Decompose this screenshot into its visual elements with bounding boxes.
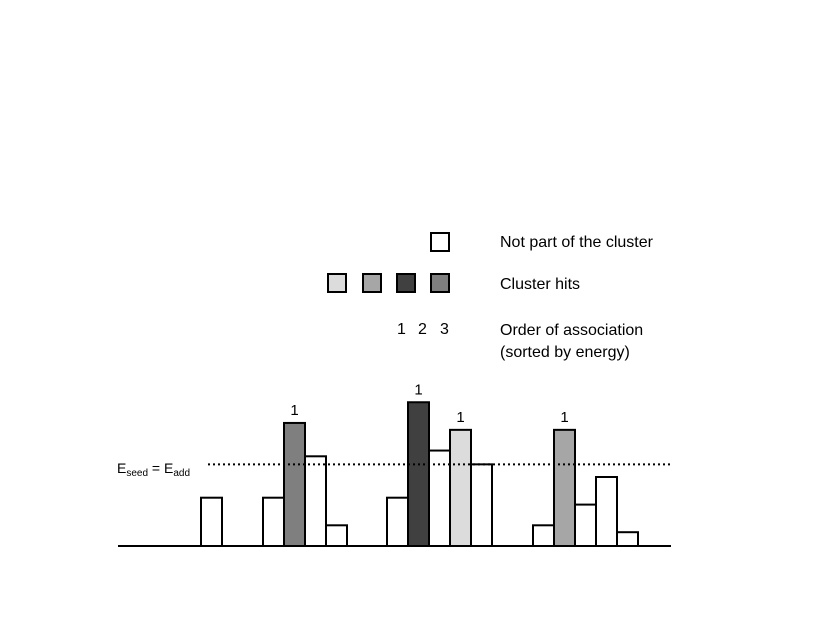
threshold-equals-e-add: = E	[148, 460, 174, 476]
bar-g3-b2	[407, 401, 430, 547]
legend-label-cluster-hits: Cluster hits	[500, 276, 581, 293]
bar-order-label: 1	[290, 402, 298, 419]
bar-g4-b3	[574, 503, 597, 548]
legend-label-order-line2: (sorted by energy)	[500, 344, 630, 361]
bar-g4-b4	[595, 476, 618, 547]
bar-g3-b4	[449, 428, 472, 548]
legend-order-3: 3	[440, 321, 449, 338]
bar-g2-b1	[262, 496, 285, 548]
threshold-add-sub: add	[173, 468, 191, 479]
bar-order-label: 1	[560, 409, 568, 426]
legend-label-not-cluster: Not part of the cluster	[500, 234, 653, 251]
threshold-e-seed: E	[117, 460, 127, 476]
threshold-seed-sub: seed	[126, 468, 149, 479]
threshold-label: Eseed = Eadd	[117, 458, 190, 484]
legend-swatch-gray	[430, 273, 450, 293]
legend-label-order-line1: Order of association	[500, 322, 644, 339]
bar-order-label: 1	[414, 381, 422, 398]
legend-swatch-not-cluster	[430, 232, 450, 252]
bar-g4-b1	[532, 524, 555, 547]
bar-g2-b4	[325, 524, 348, 547]
bar-g1-b1	[200, 496, 223, 548]
bar-g4-b2	[553, 428, 576, 548]
bar-g2-b3	[304, 455, 327, 547]
legend-swatch-mid-gray	[362, 273, 382, 293]
legend-swatch-light-gray	[327, 273, 347, 293]
legend-swatch-dark-gray	[396, 273, 416, 293]
bar-g3-b1	[386, 496, 409, 548]
bar-g2-b2	[283, 421, 306, 548]
legend-order-2: 2	[418, 321, 427, 338]
legend-order-1: 1	[397, 321, 406, 338]
bar-order-label: 1	[456, 409, 464, 426]
bar-g3-b5	[470, 463, 493, 548]
bar-g4-b5	[616, 531, 639, 548]
